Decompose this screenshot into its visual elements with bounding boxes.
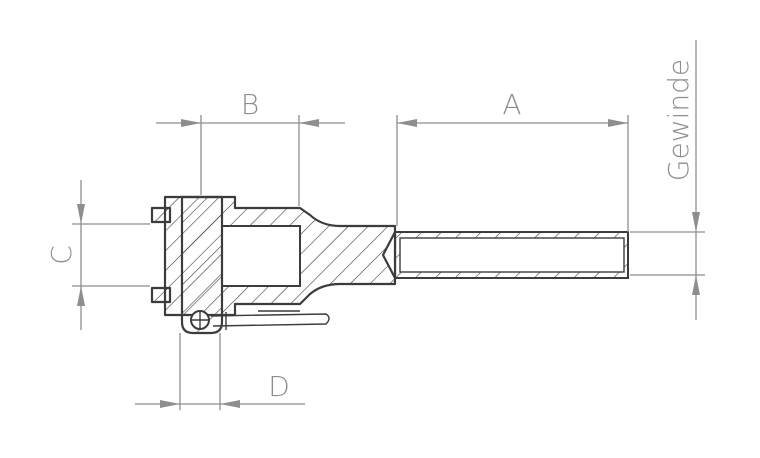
upper-tab: [150, 206, 172, 224]
dimension-thread-label: Gewinde: [662, 59, 695, 181]
lower-tab: [150, 286, 172, 304]
dimension-b-label: B: [241, 88, 259, 121]
dimension-c: C: [45, 180, 150, 330]
dimension-d: D: [135, 333, 305, 410]
dimension-d-label: D: [268, 370, 290, 403]
fork-slot: [221, 225, 301, 287]
dimension-b: B: [156, 88, 345, 206]
dimension-thread: Gewinde: [630, 40, 705, 320]
dimension-c-label: C: [45, 245, 78, 265]
pin: [180, 195, 224, 335]
dimension-a: A: [396, 88, 629, 232]
thread-core: [399, 237, 625, 273]
fork-terminal: [150, 195, 629, 335]
spring-clip: [210, 313, 330, 327]
dimension-a-label: A: [502, 88, 521, 121]
